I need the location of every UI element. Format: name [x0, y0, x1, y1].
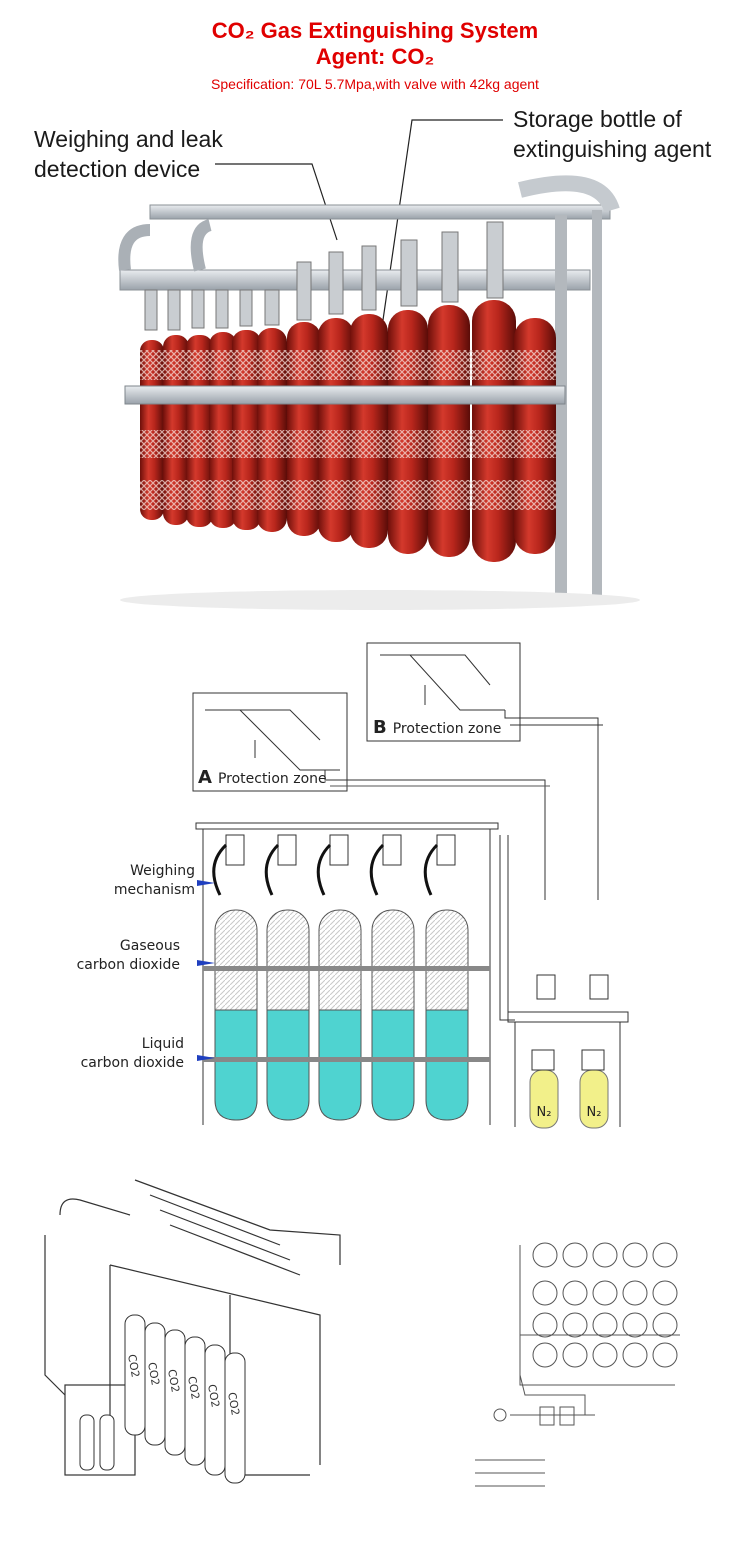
- zone-a-letter: A: [198, 767, 212, 788]
- callout-weighing-device: Weighing and leak detection device: [34, 124, 223, 184]
- label-gaseous-co2: Gaseous carbon dioxide: [20, 937, 180, 975]
- iso-cyl-label-2: CO2: [145, 1361, 162, 1386]
- specification-text: Specification: 70L 5.7Mpa,with valve wit…: [211, 76, 539, 92]
- cylinder-layout-plan: [475, 1242, 680, 1487]
- schematic-cylinder-5: [425, 834, 469, 1121]
- leader-line-right: [382, 119, 503, 321]
- callout-storage-line1: Storage bottle of: [513, 106, 682, 132]
- isometric-drawing: CO2 CO2 CO2 CO2 CO2 CO2: [44, 1179, 341, 1484]
- iso-cyl-label-5: CO2: [205, 1383, 222, 1408]
- marker-liquid: [197, 1055, 215, 1061]
- zone-a-box: [192, 692, 348, 792]
- zone-a-text: Protection zone: [217, 771, 327, 787]
- label-gaseous-line2: carbon dioxide: [76, 957, 180, 973]
- label-weighing-mechanism: Weighing mechanism: [40, 862, 195, 900]
- zone-b-letter: B: [373, 717, 387, 738]
- zone-a-label: A Protection zone: [198, 767, 346, 788]
- label-liquid-line2: carbon dioxide: [80, 1055, 184, 1071]
- n2-cylinders: [529, 974, 609, 1129]
- schematic-cylinder-1: [214, 834, 258, 1121]
- schematic-cylinder-4: [371, 834, 415, 1121]
- label-weighing-line2: mechanism: [113, 882, 195, 898]
- iso-cyl-label-4: CO2: [185, 1375, 202, 1400]
- label-liquid-co2: Liquid carbon dioxide: [20, 1035, 184, 1073]
- agent-label: Agent: CO₂: [315, 44, 435, 69]
- system-schematic: A Protection zone B Protection zone: [192, 642, 629, 1129]
- schematic-cylinders: [214, 834, 469, 1121]
- cylinder-rack-illustration: [118, 119, 640, 610]
- callout-weighing-line1: Weighing and leak: [34, 126, 223, 152]
- leader-line-left: [215, 163, 338, 241]
- zone-b-label: B Protection zone: [373, 717, 519, 738]
- n2-label-2: N₂: [587, 1105, 602, 1120]
- iso-cyl-label-1: CO2: [125, 1353, 142, 1378]
- zone-b-text: Protection zone: [392, 721, 502, 737]
- zone-b-box: [366, 642, 521, 742]
- marker-weighing: [197, 880, 215, 886]
- iso-cyl-label-3: CO2: [165, 1368, 182, 1393]
- mesh-band-middle: [140, 430, 556, 458]
- mesh-band-bottom: [140, 480, 556, 510]
- label-gaseous-line1: Gaseous: [119, 938, 180, 954]
- callout-weighing-line2: detection device: [34, 156, 201, 182]
- manifold-beam: [119, 269, 591, 291]
- page-title: CO₂ Gas Extinguishing System: [211, 18, 539, 43]
- marker-gaseous: [197, 960, 215, 966]
- header-pipe: [149, 204, 611, 220]
- mesh-band-top: [140, 350, 556, 380]
- schematic-cylinder-3: [318, 834, 362, 1121]
- iso-cylinder-labels: CO2 CO2 CO2 CO2 CO2 CO2: [125, 1353, 242, 1416]
- schematic-cylinder-2: [266, 834, 310, 1121]
- label-weighing-line1: Weighing: [130, 863, 195, 879]
- n2-label-1: N₂: [537, 1105, 552, 1120]
- callout-storage-line2: extinguishing agent: [513, 136, 712, 162]
- callout-storage-bottle: Storage bottle of extinguishing agent: [513, 104, 711, 164]
- iso-cyl-label-6: CO2: [225, 1391, 242, 1416]
- label-liquid-line1: Liquid: [141, 1036, 184, 1052]
